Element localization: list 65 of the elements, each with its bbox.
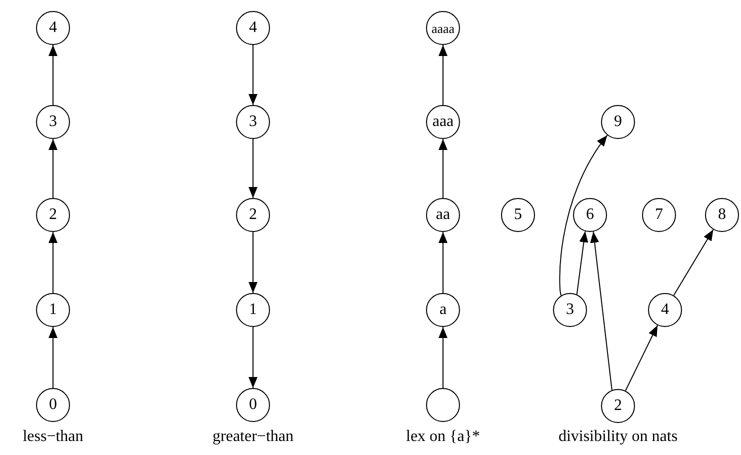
node-circle [36, 11, 70, 45]
node-label: 8 [718, 207, 726, 223]
node-circle [236, 198, 270, 232]
arrow [248, 326, 258, 388]
node-label: 4 [49, 20, 57, 36]
node-circle [236, 105, 270, 139]
arrow [438, 232, 448, 294]
node-label: 0 [249, 397, 257, 413]
arrow [559, 134, 608, 296]
node-circle [573, 198, 607, 232]
node-circle [36, 198, 70, 232]
node-label: 2 [249, 207, 257, 223]
node-label: 3 [566, 302, 574, 318]
node-circle [601, 105, 635, 139]
arrow [624, 324, 658, 392]
arrow [248, 44, 258, 106]
node-circle [426, 105, 460, 139]
graph-caption: less−than [22, 429, 84, 445]
node-circle [426, 198, 460, 232]
node-circle [642, 198, 676, 232]
node-label: 4 [249, 20, 257, 36]
node-label: 1 [49, 302, 57, 318]
node-label: 6 [586, 207, 594, 223]
graph-caption: divisibility on nats [558, 429, 678, 445]
node-circle [426, 293, 460, 327]
node-circle [36, 105, 70, 139]
node-circle [236, 11, 270, 45]
arrow [48, 138, 58, 198]
arrow [576, 230, 588, 295]
graph-caption: lex on {a}* [406, 429, 480, 445]
node-label: 2 [614, 398, 622, 414]
node-label: 9 [614, 114, 622, 130]
arrow [438, 138, 448, 198]
arrow [590, 231, 612, 391]
arrow [48, 44, 58, 106]
node-label: aa [436, 207, 450, 223]
node-circle [236, 388, 270, 422]
node-label: 4 [661, 302, 669, 318]
node-circle [648, 293, 682, 327]
node-label: aaaa [431, 22, 455, 34]
node-label: 0 [49, 397, 57, 413]
node-label: 7 [655, 207, 663, 223]
node-label: 5 [514, 207, 522, 223]
node-label: 2 [49, 207, 57, 223]
node-label: aaa [432, 114, 454, 130]
node-circle [36, 388, 70, 422]
arrow [438, 44, 448, 106]
node-circle [236, 293, 270, 327]
node-circle [426, 11, 460, 45]
node-label: 1 [249, 302, 257, 318]
node-label: 3 [49, 114, 57, 130]
node-label: a [439, 302, 447, 318]
node-circle [601, 389, 635, 423]
node-circle [36, 293, 70, 327]
node-circle [705, 198, 739, 232]
node-circle [426, 388, 460, 422]
arrow [248, 138, 258, 198]
node-circle [553, 293, 587, 327]
arrow [673, 229, 714, 296]
arrow [48, 232, 58, 294]
arrow [48, 326, 58, 388]
arrow [248, 232, 258, 294]
node-circle [501, 198, 535, 232]
arrow [438, 326, 448, 388]
node-label: 3 [249, 114, 257, 130]
